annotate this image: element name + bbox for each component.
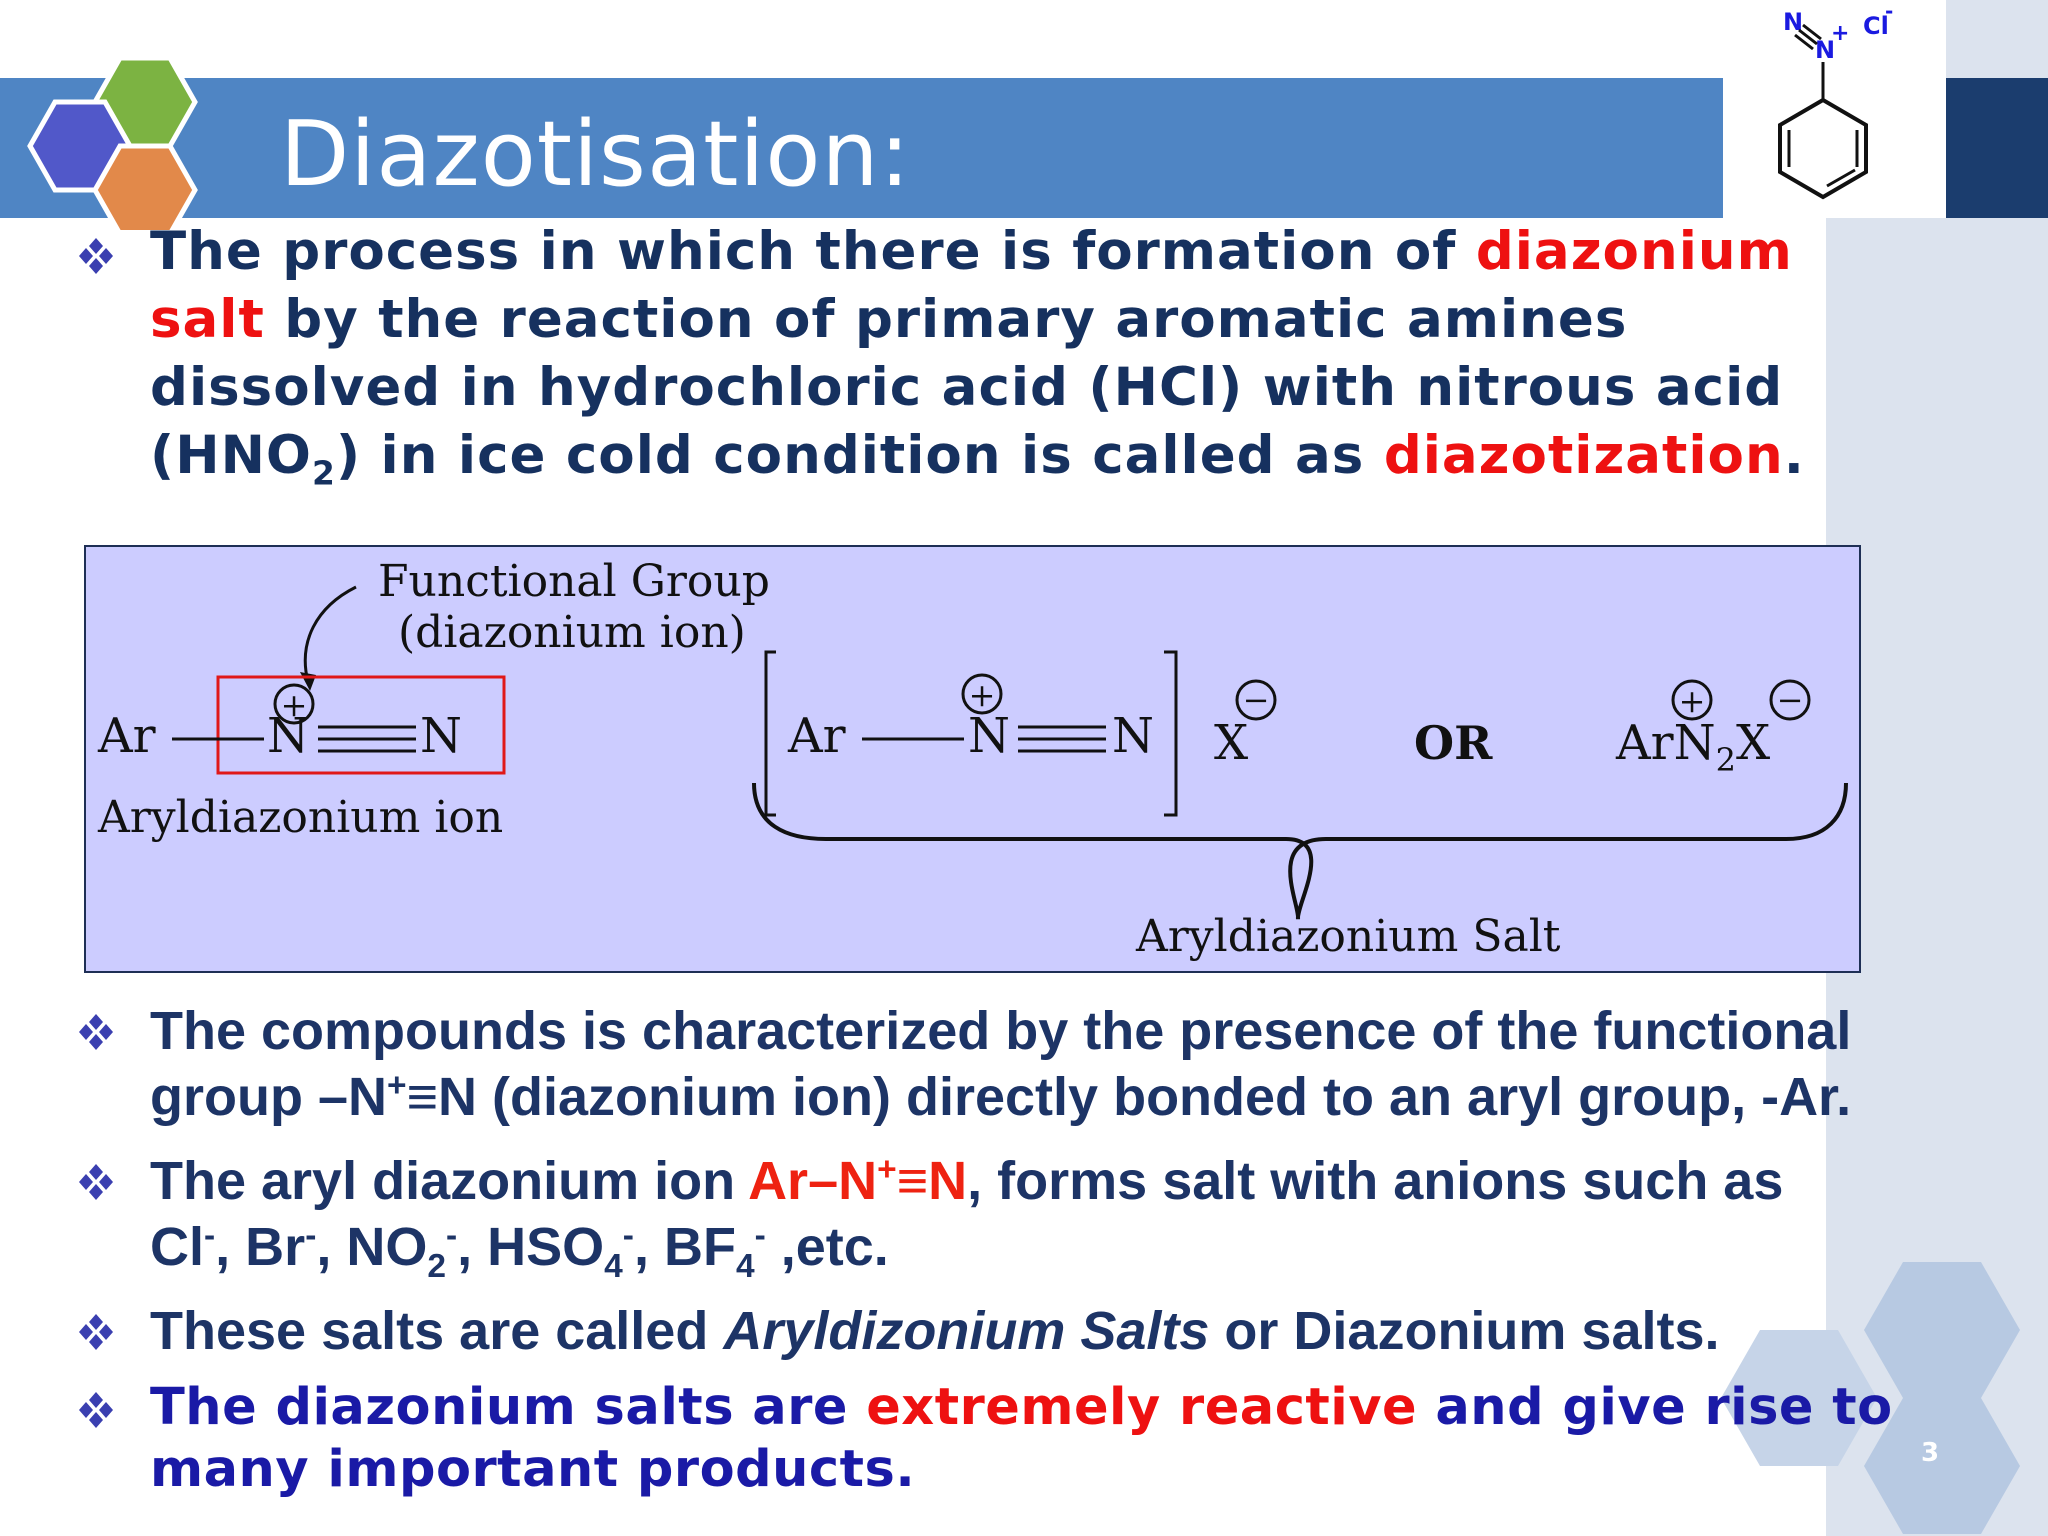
title-bar (0, 78, 1723, 218)
left-bracket (764, 650, 776, 817)
bullet4-b: or Diazonium salts. (1209, 1301, 1720, 1361)
diamond-bullet-icon (79, 1014, 113, 1050)
minus-symbol: − (1243, 681, 1270, 719)
n-left-1: N (267, 708, 309, 764)
anion-bf4: , BF (633, 1217, 736, 1277)
ar-right: Ar (787, 708, 846, 764)
plus-symbol-formula: + (1679, 682, 1706, 720)
diazonium-ion-label: (diazonium ion) (398, 607, 746, 658)
structure-charge: + (1831, 21, 1849, 46)
bullet5-highlight: extremely reactive (866, 1378, 1418, 1437)
bullet3-line1a: The aryl diazonium ion (150, 1151, 749, 1211)
functional-group-label: Functional Group (378, 556, 770, 607)
curly-brace (752, 782, 1848, 920)
diamond-bullet-icon (79, 1392, 113, 1428)
right-navy-block (1946, 78, 2048, 218)
anion-no2-sub: 2 (427, 1247, 446, 1285)
diamond-bullet-icon (79, 238, 113, 274)
anion-br-charge: - (305, 1217, 317, 1254)
anion-no2-charge: - (445, 1217, 458, 1254)
decorative-hexagons-icon (1721, 1262, 2020, 1534)
bullet1-highlight-diazotization: diazotization (1383, 425, 1784, 486)
bullet1-period: . (1783, 425, 1805, 486)
functional-group-highlight-box (216, 675, 506, 775)
curved-arrow (303, 585, 357, 683)
bullet1-line2: by the reaction of primary aromatic amin… (264, 289, 1628, 350)
anion-bf4-charge: - (754, 1217, 766, 1254)
bullet1-sub: 2 (312, 453, 336, 493)
bullet2-sup: + (387, 1067, 407, 1104)
triple-bond (1794, 23, 1822, 51)
arn2x-formula: ArN2X (1615, 715, 1770, 779)
bullet1-line1: The process in which there is formation … (150, 221, 1476, 282)
anion-br: , Br (215, 1217, 306, 1277)
bullet5-line2: many important products. (150, 1440, 916, 1499)
triple-bond-right (1018, 725, 1106, 753)
plus-charge-right (961, 673, 1003, 715)
right-bracket (1164, 650, 1178, 817)
bullet2-line2b: ≡N (diazonium ion) directly bonded to an… (406, 1067, 1852, 1127)
anion-cl: Cl (150, 1217, 204, 1277)
benzene-inner-bonds (1787, 130, 1859, 188)
arn2x-part-a: ArN (1615, 715, 1716, 771)
anion-no2: , NO (316, 1217, 428, 1277)
anion-hso4-sub: 4 (604, 1247, 623, 1285)
bullet1-highlight-salt: salt (150, 289, 265, 350)
bullet1-line4a: (HNO (150, 425, 312, 486)
structure-n2: N (1815, 36, 1835, 64)
triple-bond-left (318, 725, 416, 753)
aryldiazonium-ion-label: Aryldiazonium ion (97, 792, 503, 843)
aryldiazonium-diagram: Functional Group (diazonium ion) Ar N N … (84, 545, 1861, 973)
arn2x-part-b: X (1736, 715, 1770, 771)
anion-etc: ,etc. (765, 1217, 889, 1277)
bullet1-line3: dissolved in hydrochloric acid (HCl) wit… (150, 357, 1784, 418)
slide-title: Diazotisation: (280, 102, 911, 207)
bullet2-line1: The compounds is characterized by the pr… (150, 1001, 1852, 1061)
structure-counterion-charge: - (1885, 0, 1893, 23)
bullet3-highlight-sup: + (877, 1151, 897, 1188)
bullet2-line2a: group –N (150, 1067, 387, 1127)
bullet3-highlight-b: ≡N (896, 1151, 968, 1211)
bullet5-line1a: The diazonium salts are (150, 1378, 867, 1437)
bullet5-line1b: and give rise to (1417, 1378, 1893, 1437)
hexagon-logo-icon (27, 55, 198, 230)
bullet1-highlight-diazonium: diazonium (1475, 221, 1793, 282)
anion-bf4-sub: 4 (735, 1247, 755, 1285)
minus-symbol-formula: − (1777, 681, 1804, 719)
bullet4-a: These salts are called (150, 1301, 724, 1361)
arn2x-subscript: 2 (1716, 741, 1736, 779)
page-number: 3 (1920, 1438, 1940, 1468)
minus-charge (1235, 679, 1277, 721)
or-label: OR (1414, 716, 1493, 770)
anion-hso4-charge: - (622, 1217, 634, 1254)
benzenediazonium-structure: N N + Cl - (1723, 0, 1946, 218)
anion-hso4: , HSO (457, 1217, 605, 1277)
bullet3-line1b: , forms salt with anions such as (967, 1151, 1784, 1211)
anion-cl-charge: - (204, 1217, 216, 1254)
n-left-2: N (420, 708, 462, 764)
ar-left: Ar (97, 708, 156, 764)
structure-counterion: Cl (1863, 12, 1889, 40)
x-anion: X (1214, 715, 1248, 771)
plus-charge-left (273, 683, 315, 725)
diamond-bullet-icon (79, 1164, 113, 1200)
aryldiazonium-salt-label: Aryldiazonium Salt (1135, 911, 1561, 962)
minus-charge-formula (1769, 679, 1811, 721)
plus-symbol-left: + (281, 686, 308, 724)
plus-charge-formula (1671, 679, 1713, 721)
plus-symbol-right: + (969, 676, 996, 714)
bullet3-highlight-a: Ar–N (748, 1151, 878, 1211)
structure-n1: N (1783, 8, 1803, 36)
n-right-2: N (1112, 708, 1154, 764)
bullet4-italic: Aryldizonium Salts (723, 1301, 1210, 1361)
benzene-ring (1778, 97, 1868, 200)
n-right-1: N (968, 708, 1010, 764)
bullet1-line4b: ) in ice cold condition is called as (335, 425, 1384, 486)
diamond-bullet-icon (79, 1314, 113, 1350)
